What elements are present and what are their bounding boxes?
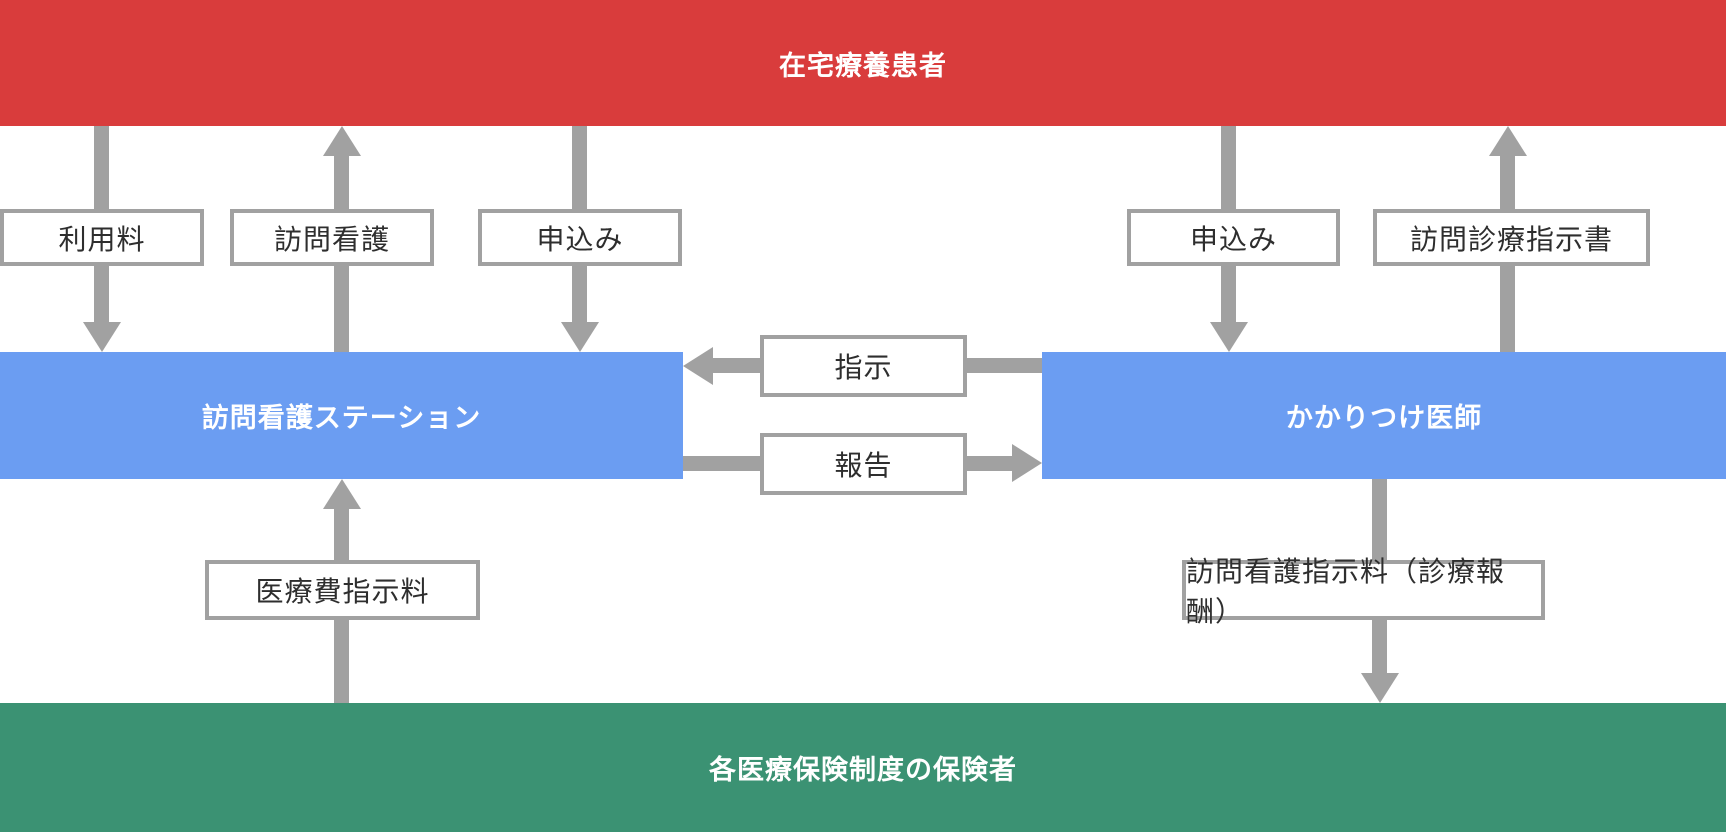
instruction-arrow-shaft-right [967,358,1042,373]
instruction-arrow-shaft-left [713,358,760,373]
doctor-band-label: かかりつけ医師 [1285,403,1483,433]
patient-band-label: 在宅療養患者 [779,50,947,81]
visit-care-directive-label-text: 訪問診療指示書 [1409,223,1613,255]
insurer-band: 各医療保険制度の保険者 [0,703,1726,832]
medical-fee-arrowhead-up-icon [323,479,361,509]
report-arrow-shaft-left [683,456,760,471]
instruction-label-text: 指示 [834,352,893,383]
nursing-station-band-label: 訪問看護ステーション [201,403,482,433]
application-left-label-text: 申込み [536,223,624,255]
instruction-arrowhead-left-icon [683,347,713,385]
visit-care-directive-arrowhead-up-icon [1489,126,1527,156]
application-left-arrowhead-down-icon [561,322,599,352]
application-right-label-text: 申込み [1189,223,1277,255]
visiting-nursing-label: 訪問看護 [230,209,434,266]
patient-band: 在宅療養患者 [0,0,1726,126]
nursing-directive-fee-label: 訪問看護指示料（診療報酬） [1182,556,1545,627]
report-arrow-shaft-right [967,456,1012,471]
usage-fee-label: 利用料 [0,209,204,266]
report-label-text: 報告 [834,450,893,481]
visiting-nursing-arrowhead-up-icon [323,126,361,156]
application-right-arrowhead-down-icon [1210,322,1248,352]
visit-care-directive-label: 訪問診療指示書 [1373,209,1650,266]
medical-fee-label: 医療費指示料 [205,560,480,620]
visiting-nursing-label-text: 訪問看護 [273,223,390,255]
doctor-band: かかりつけ医師 [1042,352,1726,479]
instruction-label: 指示 [760,335,967,397]
medical-fee-label-text: 医療費指示料 [255,576,430,607]
report-label: 報告 [760,433,967,495]
report-arrowhead-right-icon [1012,444,1042,482]
insurer-band-label: 各医療保険制度の保険者 [709,755,1017,785]
nursing-directive-fee-arrowhead-down-icon [1361,673,1399,703]
application-right-label: 申込み [1127,209,1340,266]
application-left-label: 申込み [478,209,682,266]
nursing-station-band: 訪問看護ステーション [0,352,683,479]
usage-fee-label-text: 利用料 [58,223,146,255]
nursing-directive-fee-label-text: 訪問看護指示料（診療報酬） [1186,556,1506,627]
usage-fee-arrowhead-down-icon [83,322,121,352]
